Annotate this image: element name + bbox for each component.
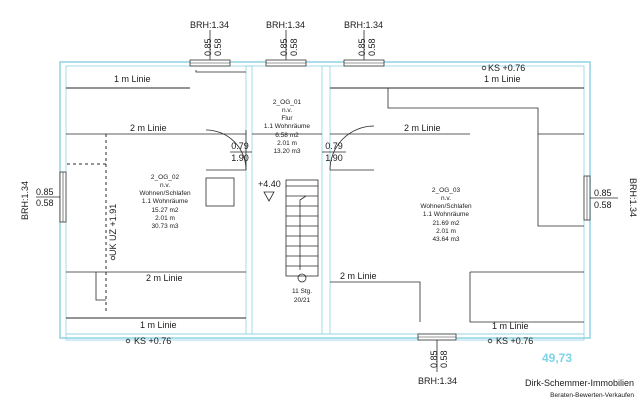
svg-text:n.v.: n.v. bbox=[160, 182, 170, 189]
window-bottom bbox=[417, 333, 457, 341]
svg-text:2.01 m: 2.01 m bbox=[436, 228, 456, 235]
win-b-top-mid: 0.58 bbox=[289, 38, 299, 56]
chimney bbox=[205, 177, 235, 207]
stair-steps: 11 Stg. bbox=[292, 288, 312, 295]
company-tagline: Beraten-Bewerten-Verkaufen bbox=[550, 392, 634, 399]
svg-text:2.01 m: 2.01 m bbox=[155, 215, 175, 222]
ks-bottom-right: KS +0.76 bbox=[496, 336, 533, 346]
svg-text:n.v.: n.v. bbox=[282, 107, 292, 114]
door-right bbox=[329, 125, 375, 171]
label-2m-top-right: 2 m Linie bbox=[404, 123, 441, 133]
win-b-right: 0.58 bbox=[594, 200, 612, 210]
label-1m-top-left: 1 m Linie bbox=[114, 74, 151, 84]
ks-marker-icon bbox=[125, 338, 131, 344]
svg-text:n.v.: n.v. bbox=[441, 195, 451, 202]
window-top-mid bbox=[265, 59, 307, 67]
svg-text:Wohnen/Schlafen: Wohnen/Schlafen bbox=[139, 190, 191, 197]
uk-uz-label: UK UZ +1.91 bbox=[108, 204, 118, 256]
svg-text:6.58 m2: 6.58 m2 bbox=[275, 132, 299, 139]
svg-text:2_OG_03: 2_OG_03 bbox=[432, 187, 461, 194]
brh-top-mid: BRH:1.34 bbox=[266, 20, 305, 30]
window-left bbox=[59, 171, 67, 223]
wall-left-flur bbox=[245, 65, 253, 335]
win-a-top-left: 0.85 bbox=[203, 38, 213, 56]
label-2m-top-left: 2 m Linie bbox=[130, 123, 167, 133]
svg-text:Flur: Flur bbox=[281, 115, 293, 122]
stair bbox=[285, 179, 319, 283]
brh-top-right: BRH:1.34 bbox=[344, 20, 383, 30]
win-b-bottom: 0.58 bbox=[439, 350, 449, 368]
win-a-left: 0.85 bbox=[36, 187, 54, 197]
door-right-height: 1.90 bbox=[325, 153, 343, 163]
door-right-width: 0.79 bbox=[325, 141, 343, 151]
stair-ratio: 20/21 bbox=[294, 297, 311, 304]
win-a-right: 0.85 bbox=[594, 188, 612, 198]
ks-marker-icon bbox=[481, 65, 487, 71]
label-1m-top-right: 1 m Linie bbox=[484, 74, 521, 84]
svg-text:2.01 m: 2.01 m bbox=[277, 140, 297, 147]
brh-top-left: BRH:1.34 bbox=[190, 20, 229, 30]
svg-text:15.27 m2: 15.27 m2 bbox=[151, 207, 178, 214]
room-flur-label: 2_OG_01 n.v. Flur 1.1 Wohnräume 6.58 m2 … bbox=[264, 99, 311, 155]
ks-marker-icon bbox=[487, 338, 493, 344]
svg-text:Wohnen/Schlafen: Wohnen/Schlafen bbox=[420, 203, 472, 210]
win-a-top-right: 0.85 bbox=[357, 38, 367, 56]
label-2m-bottom-left: 2 m Linie bbox=[146, 273, 183, 283]
window-top-right bbox=[343, 59, 385, 67]
slope-dash-left-top bbox=[66, 134, 107, 165]
svg-text:13.20 m3: 13.20 m3 bbox=[273, 148, 300, 155]
svg-text:1.1 Wohnräume: 1.1 Wohnräume bbox=[264, 123, 311, 130]
svg-text:2_OG_02: 2_OG_02 bbox=[151, 174, 180, 181]
svg-text:1.1 Wohnräume: 1.1 Wohnräume bbox=[142, 198, 189, 205]
win-a-top-mid: 0.85 bbox=[279, 38, 289, 56]
svg-text:30.73 m3: 30.73 m3 bbox=[151, 223, 178, 230]
win-b-top-left: 0.58 bbox=[213, 38, 223, 56]
ks-top: KS +0.76 bbox=[488, 63, 525, 73]
svg-text:1.1 Wohnräume: 1.1 Wohnräume bbox=[423, 211, 470, 218]
wall-right-flur bbox=[321, 65, 331, 335]
svg-text:21.69 m2: 21.69 m2 bbox=[432, 220, 459, 227]
level-marker-icon bbox=[263, 191, 275, 202]
door-left-height: 1.90 bbox=[231, 153, 249, 163]
company-name: Dirk-Schemmer-Immobilien bbox=[525, 378, 634, 388]
label-1m-bottom-right: 1 m Linie bbox=[492, 321, 529, 331]
room-wohnen-right-label: 2_OG_03 n.v. Wohnen/Schlafen 1.1 Wohnräu… bbox=[420, 187, 472, 243]
window-right bbox=[583, 175, 591, 221]
ks-bottom-left: KS +0.76 bbox=[134, 336, 171, 346]
win-b-left: 0.58 bbox=[36, 198, 54, 208]
window-top-left bbox=[189, 59, 231, 67]
area-total: 49,73 bbox=[542, 351, 572, 365]
brh-bottom: BRH:1.34 bbox=[418, 376, 457, 386]
brh-left: BRH:1.34 bbox=[20, 181, 30, 220]
line-2m-path-right bbox=[387, 88, 584, 135]
door-left-width: 0.79 bbox=[231, 141, 249, 151]
brh-right: BRH:1.34 bbox=[628, 178, 638, 217]
bottom-wall bbox=[65, 333, 585, 341]
stair-level: +4.40 bbox=[258, 179, 281, 189]
svg-text:2_OG_01: 2_OG_01 bbox=[273, 99, 302, 106]
label-2m-bottom-right: 2 m Linie bbox=[340, 271, 377, 281]
room-wohnen-left-label: 2_OG_02 n.v. Wohnen/Schlafen 1.1 Wohnräu… bbox=[139, 174, 191, 230]
win-b-top-right: 0.58 bbox=[367, 38, 377, 56]
label-1m-bottom-left: 1 m Linie bbox=[140, 320, 177, 330]
outer-boundary bbox=[59, 61, 591, 339]
line-2m-bottom-right bbox=[330, 281, 421, 322]
svg-text:43.64 m3: 43.64 m3 bbox=[432, 236, 459, 243]
win-a-bottom: 0.85 bbox=[429, 350, 439, 368]
door-left bbox=[205, 129, 247, 171]
